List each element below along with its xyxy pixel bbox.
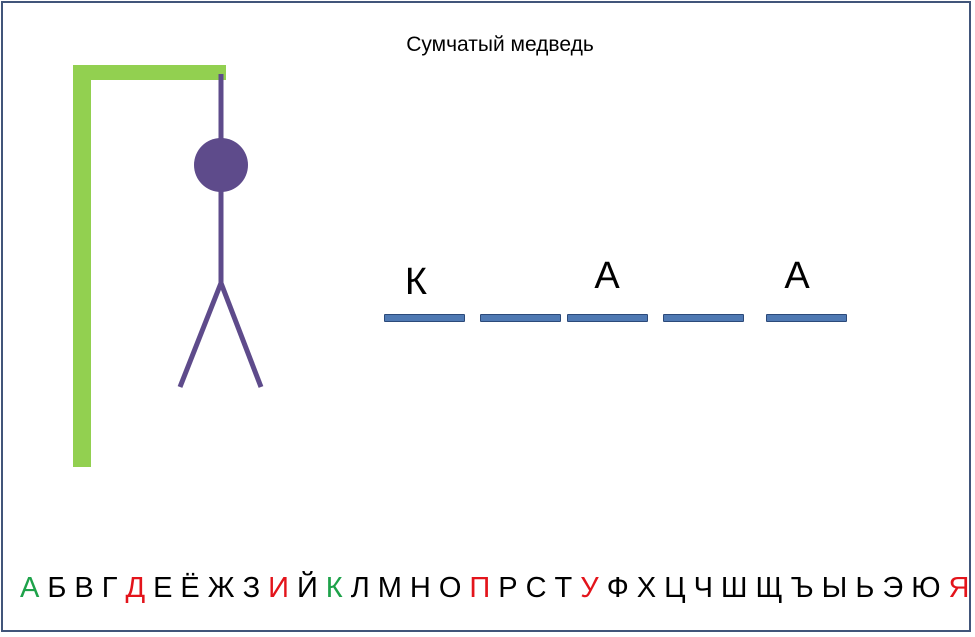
slot-letter-3: А	[594, 255, 620, 297]
letter-button-18[interactable]: Р	[498, 572, 518, 604]
letter-button-8[interactable]: Ж	[207, 572, 235, 604]
letter-slot-4	[663, 314, 744, 322]
letter-button-6[interactable]: Е	[153, 572, 173, 604]
letter-button-32[interactable]: Ю	[911, 572, 941, 604]
slot-letter-1: К	[404, 261, 428, 303]
gallows	[73, 65, 226, 467]
letter-button-1[interactable]: А	[20, 572, 40, 604]
letter-slot-5	[766, 314, 847, 322]
letter-slot-3	[567, 314, 648, 322]
letter-button-22[interactable]: Ф	[606, 572, 629, 604]
letter-button-23[interactable]: Х	[636, 572, 657, 604]
gallows-post	[73, 65, 91, 467]
letter-button-15[interactable]: Н	[409, 572, 431, 604]
letter-button-21[interactable]: У	[580, 572, 599, 604]
letter-button-13[interactable]: Л	[350, 572, 370, 604]
letter-button-29[interactable]: Ы	[821, 572, 848, 604]
letter-button-3[interactable]: В	[74, 572, 94, 604]
hanged-figure	[177, 74, 264, 388]
figure-left-leg	[177, 282, 224, 388]
letter-button-20[interactable]: Т	[554, 572, 573, 604]
letter-button-9[interactable]: З	[242, 572, 261, 604]
letter-slot-1	[384, 314, 465, 322]
letter-button-33[interactable]: Я	[948, 572, 970, 604]
letter-button-4[interactable]: Г	[101, 572, 118, 604]
letter-button-31[interactable]: Э	[882, 572, 904, 604]
letter-slot-2	[480, 314, 561, 322]
letter-button-12[interactable]: К	[325, 572, 343, 604]
letter-button-14[interactable]: М	[377, 572, 402, 604]
letter-button-10[interactable]: И	[268, 572, 289, 604]
letter-button-19[interactable]: С	[525, 572, 547, 604]
letter-button-11[interactable]: Й	[296, 572, 318, 604]
letter-button-25[interactable]: Ч	[693, 572, 713, 604]
word-hint: Сумчатый медведь	[406, 33, 594, 56]
letter-button-27[interactable]: Щ	[755, 572, 783, 604]
letter-button-16[interactable]: О	[438, 572, 462, 604]
slot-letter-5: А	[784, 255, 810, 297]
letter-button-24[interactable]: Ц	[664, 572, 686, 604]
letter-button-26[interactable]: Ш	[720, 572, 748, 604]
letter-button-17[interactable]: П	[469, 572, 491, 604]
letter-button-30[interactable]: Ь	[855, 572, 875, 604]
letter-button-5[interactable]: Д	[125, 572, 146, 604]
gallows-beam	[73, 65, 226, 80]
letter-button-28[interactable]: Ъ	[790, 572, 814, 604]
letter-button-7[interactable]: Ё	[180, 572, 200, 604]
figure-head	[194, 138, 248, 192]
letter-button-2[interactable]: Б	[47, 572, 67, 604]
figure-right-leg	[218, 282, 264, 388]
